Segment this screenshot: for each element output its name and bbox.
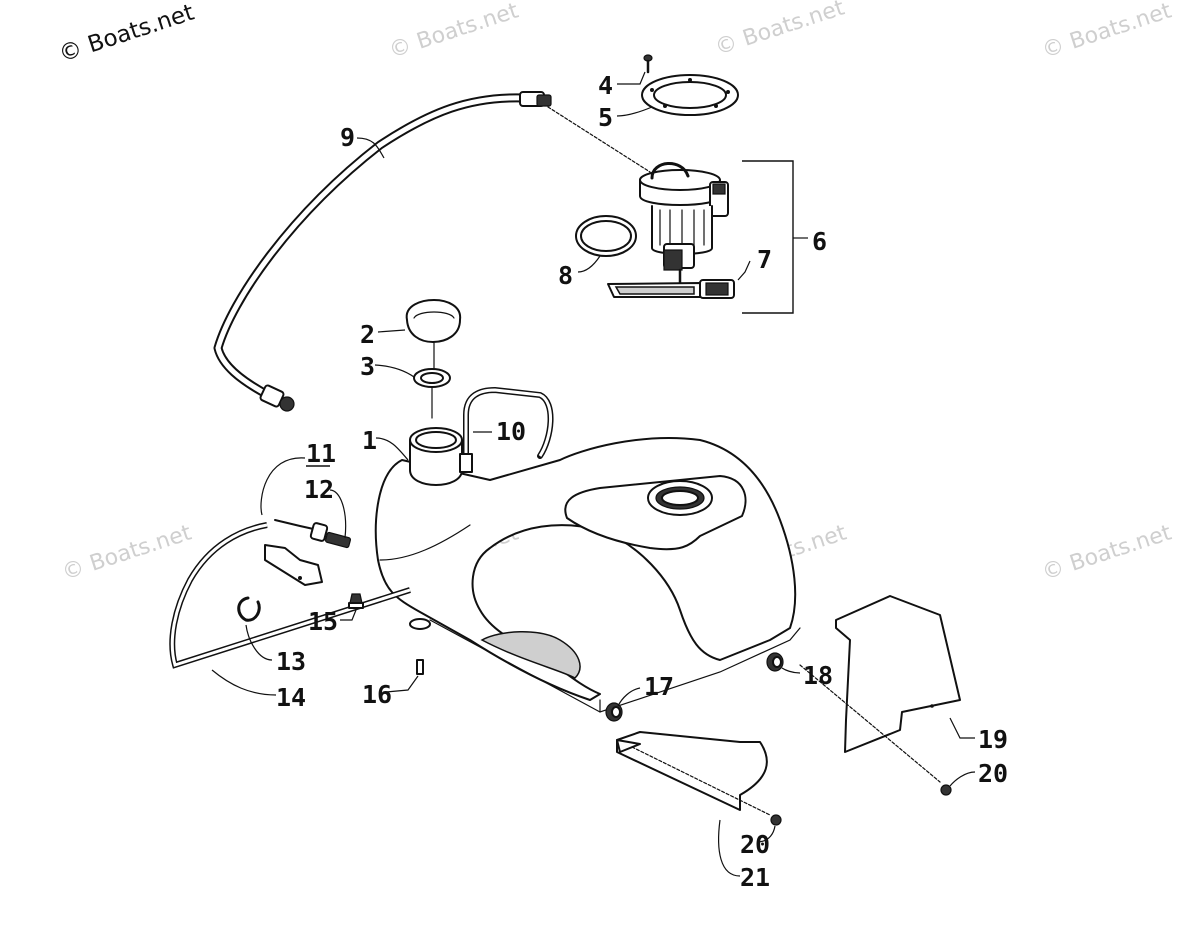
fuel-tank-part	[374, 427, 801, 713]
callout-11: 11	[306, 439, 336, 468]
watermark-top-center: © Boats.net	[386, 0, 522, 64]
mount-bolt-part	[409, 618, 431, 675]
watermark-primary: © Boats.net	[56, 0, 197, 68]
clamp-part	[237, 596, 261, 622]
callout-13: 13	[276, 647, 306, 676]
callout-7: 7	[757, 245, 772, 274]
watermark-far-right: © Boats.net	[1039, 0, 1175, 64]
callout-1: 1	[362, 426, 377, 455]
fuel-cap-part	[405, 299, 462, 371]
vent-hose-part	[213, 91, 651, 412]
bracket-part	[264, 544, 323, 586]
callout-17: 17	[644, 672, 674, 701]
fuel-line-part	[169, 522, 411, 669]
watermark-mid-far-right: © Boats.net	[1039, 520, 1175, 585]
leader-lines	[211, 71, 976, 877]
callout-2: 2	[360, 320, 375, 349]
cap-seal-part	[413, 368, 451, 419]
callout-3: 3	[360, 352, 375, 381]
grommet-screw-part	[348, 593, 364, 609]
heat-shield-right-part	[799, 595, 961, 796]
callout-4: 4	[598, 71, 613, 100]
screw-part	[643, 54, 653, 74]
callout-14: 14	[276, 683, 306, 712]
callout-6: 6	[812, 227, 827, 256]
callout-9: 9	[340, 123, 355, 152]
heat-shield-lower-part	[616, 731, 782, 826]
hose-fitting-part	[274, 519, 352, 549]
pump-gasket-part	[641, 74, 739, 116]
callout-16: 16	[362, 680, 392, 709]
watermark-top-right: © Boats.net	[712, 0, 848, 61]
callout-12: 12	[304, 475, 334, 504]
fuel-pump-assembly-part	[607, 162, 735, 299]
callout-10: 10	[496, 417, 526, 446]
callout-5: 5	[598, 103, 613, 132]
o-ring-part	[575, 215, 637, 257]
callout-19: 19	[978, 725, 1008, 754]
callout-20-right: 20	[978, 759, 1008, 788]
callout-18: 18	[803, 661, 833, 690]
callout-8: 8	[558, 261, 573, 290]
vent-line-part	[459, 386, 554, 473]
callout-20-lower: 20	[740, 830, 770, 859]
bracket-6	[742, 160, 808, 314]
grommet-18-part	[766, 652, 784, 672]
callout-21: 21	[740, 863, 770, 892]
watermark-mid-left: © Boats.net	[59, 520, 195, 585]
callout-labels: 1 2 3 4 5 6 7 8 9 10 11 12 13 14 15 16 1…	[276, 71, 1008, 892]
grommet-17-part	[605, 702, 623, 722]
callout-15: 15	[308, 607, 338, 636]
